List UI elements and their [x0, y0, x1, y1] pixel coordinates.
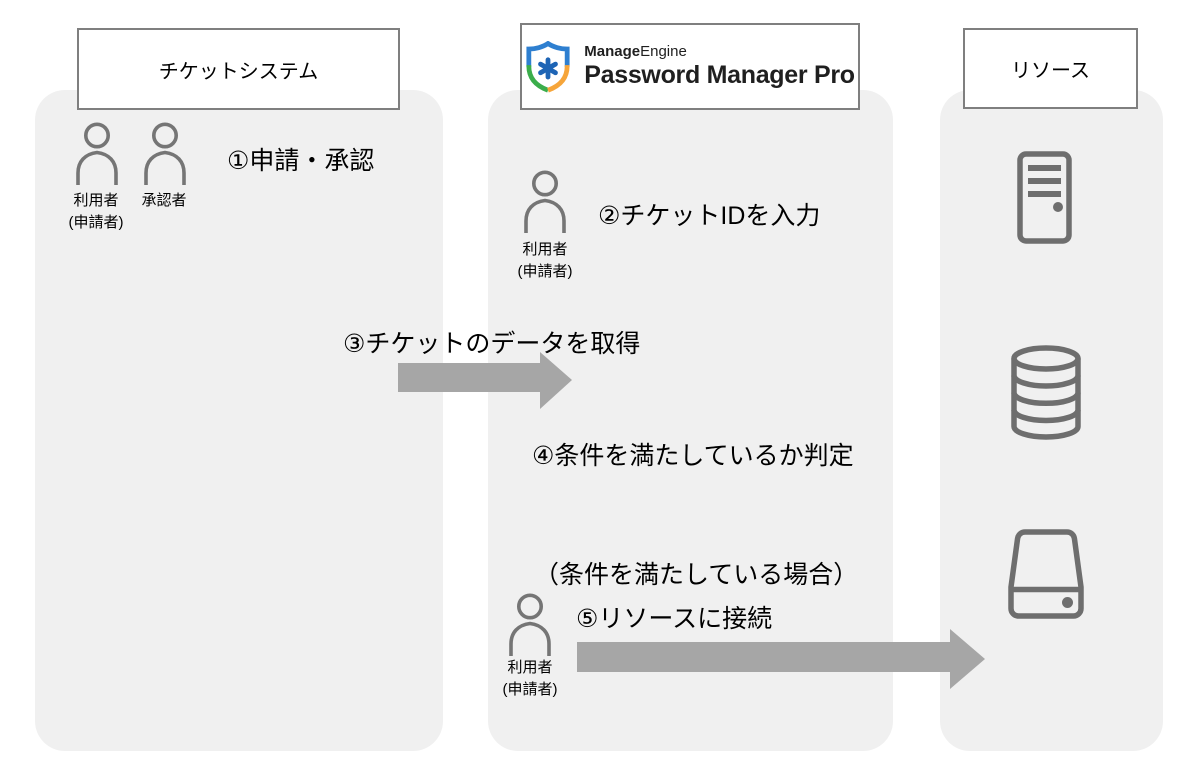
server-icon [1016, 150, 1073, 250]
requester-label: 利用者 (申請者) [517, 241, 573, 280]
ticket-system-title: チケットシステム [158, 60, 319, 83]
approver-label: 承認者 [141, 192, 187, 209]
step4-text: ④条件を満たしているか判定 [532, 442, 854, 470]
step5-condition-text: （条件を満たしている場合） [534, 561, 859, 589]
pmp-brand-text: ManageEngine Password Manager Pro [584, 43, 855, 90]
ticket-system-header: チケットシステム [77, 28, 400, 110]
product-name: Password Manager Pro [584, 61, 855, 90]
requester-person-icon [74, 122, 120, 186]
approver-person-icon [142, 122, 188, 186]
asterisk-glyph [538, 56, 559, 79]
requester-label: 利用者 (申請者) [68, 192, 124, 231]
password-manager-pro-header: ManageEngine Password Manager Pro [520, 23, 860, 110]
resource-header: リソース [963, 28, 1138, 109]
requester-person-icon [507, 593, 553, 657]
step1-text: ①申請・承認 [227, 147, 375, 175]
requester-person-icon [522, 170, 568, 234]
resource-title: リソース [1011, 60, 1090, 82]
requester-label: 利用者 (申請者) [502, 659, 558, 698]
database-icon [1008, 344, 1084, 446]
step2-text: ②チケットIDを入力 [598, 202, 821, 230]
step5-text: ⑤リソースに接続 [576, 605, 773, 633]
step3-text: ③チケットのデータを取得 [343, 330, 641, 358]
hard-drive-icon [1004, 528, 1088, 625]
ticket-system-lane [35, 90, 443, 751]
manageengine-wordmark: ManageEngine [584, 43, 687, 60]
pmp-shield-logo-icon [526, 40, 570, 93]
